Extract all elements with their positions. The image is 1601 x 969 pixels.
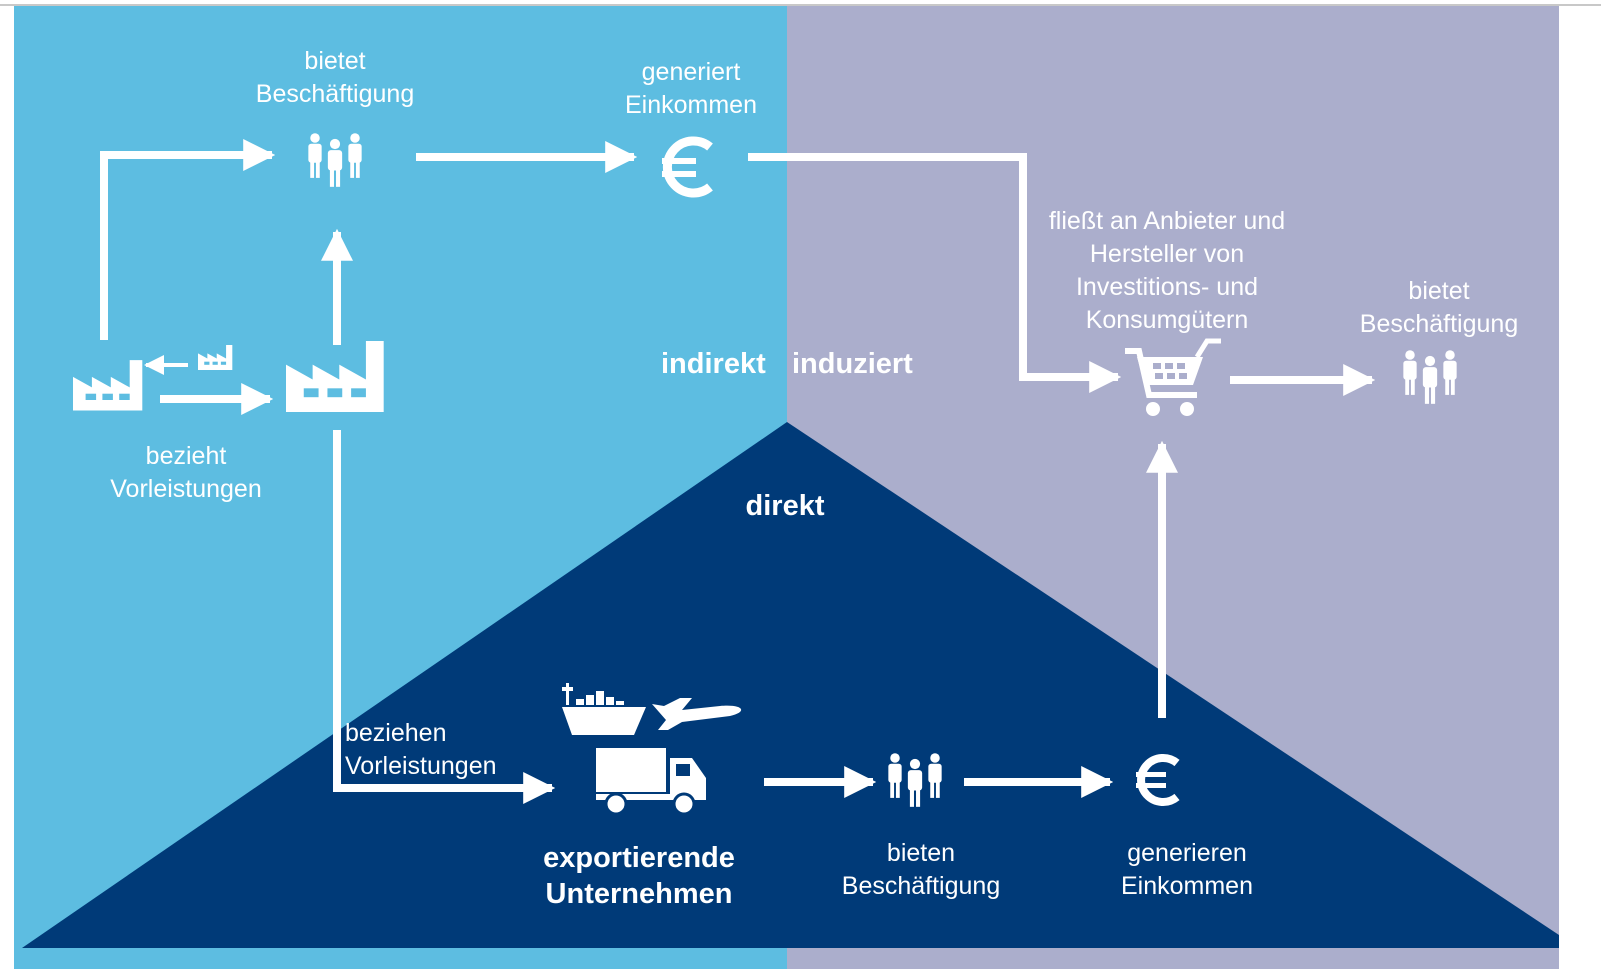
ship-icon (562, 683, 646, 735)
indirect-income-label: generiert Einkommen (625, 58, 757, 119)
arrow-income-to-cart (748, 153, 1122, 393)
supplier-inputs-label: bezieht Vorleistungen (110, 442, 262, 503)
direct-income-label: generieren Einkommen (1121, 839, 1253, 900)
zone-title-direct: direkt (745, 490, 825, 522)
right-margin (1559, 6, 1601, 969)
exporter-inputs-label: beziehen Vorleistungen (345, 719, 497, 780)
arrow-factory-to-employment (100, 139, 276, 340)
euro-icon (1136, 754, 1180, 806)
truck-icon (596, 748, 706, 816)
shopping-cart-icon (1125, 338, 1221, 416)
euro-icon (662, 136, 713, 198)
exporters-label: exportierende Unternehmen (543, 842, 735, 910)
factory-large-icon (286, 340, 384, 412)
direct-region (22, 422, 1559, 948)
factory-small-icon (73, 360, 143, 411)
induced-employment-label: bietet Beschäftigung (1359, 277, 1519, 338)
factory-tiny-icon (198, 345, 233, 370)
airplane-icon (652, 698, 742, 730)
flows-to-vendors-label: fließt an Anbieter und Hersteller von In… (1048, 207, 1286, 334)
zone-title-indirect: indirekt (661, 348, 766, 380)
arrow-exporter-inputs (333, 430, 556, 804)
direct-employment-label: bieten Beschäftigung (841, 839, 1001, 900)
left-margin (0, 6, 14, 969)
indirect-employment-label: bietet Beschäftigung (255, 47, 415, 108)
zone-title-induced: induziert (792, 348, 913, 380)
